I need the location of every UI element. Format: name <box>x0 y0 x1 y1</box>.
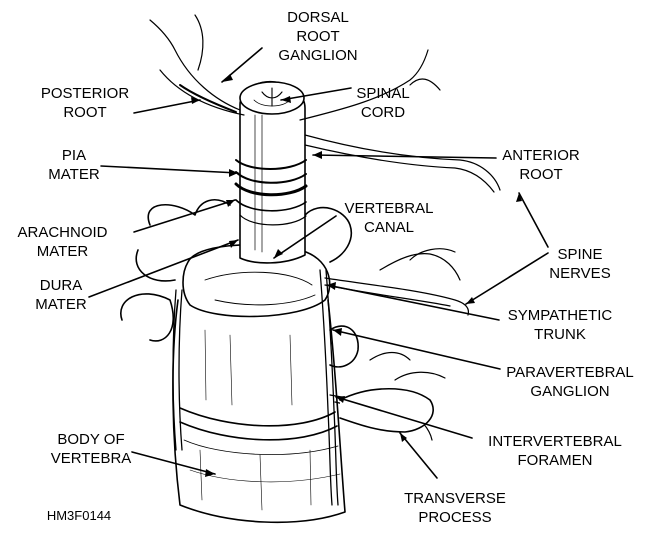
label-dorsal-root-ganglion: DORSAL ROOT GANGLION <box>270 8 366 65</box>
label-line: ROOT <box>496 165 586 184</box>
label-line: VERTEBRA <box>48 449 134 468</box>
vertebra-body <box>173 300 345 522</box>
label-line: VERTEBRAL <box>336 199 442 218</box>
spinal-cord <box>236 82 306 263</box>
label-line: MATER <box>44 165 104 184</box>
label-anterior-root: ANTERIOR ROOT <box>496 146 586 184</box>
label-pia-mater: PIA MATER <box>44 146 104 184</box>
label-paravertebral-ganglion: PARAVERTEBRAL GANGLION <box>500 363 640 401</box>
label-line: FORAMEN <box>480 451 630 470</box>
label-line: BODY OF <box>48 430 134 449</box>
label-vertebral-canal: VERTEBRAL CANAL <box>336 199 442 237</box>
label-line: POSTERIOR <box>35 84 135 103</box>
label-line: SPINE <box>540 245 620 264</box>
label-line: CANAL <box>336 218 442 237</box>
label-line: NERVES <box>540 264 620 283</box>
label-line: TRUNK <box>500 325 620 344</box>
label-sympathetic-trunk: SYMPATHETIC TRUNK <box>500 306 620 344</box>
label-line: ARACHNOID <box>10 223 115 242</box>
label-arachnoid-mater: ARACHNOID MATER <box>10 223 115 261</box>
label-line: SYMPATHETIC <box>500 306 620 325</box>
label-intervertebral-foramen: INTERVERTEBRAL FORAMEN <box>480 432 630 470</box>
label-line: ANTERIOR <box>496 146 586 165</box>
transverse-process <box>340 389 433 432</box>
label-line: PARAVERTEBRAL <box>500 363 640 382</box>
label-line: DURA <box>26 276 96 295</box>
label-dura-mater: DURA MATER <box>26 276 96 314</box>
label-line: GANGLION <box>270 46 366 65</box>
label-spine-nerves: SPINE NERVES <box>540 245 620 283</box>
label-line: ROOT <box>35 103 135 122</box>
label-line: PIA <box>44 146 104 165</box>
label-line: CORD <box>348 103 418 122</box>
label-line: MATER <box>10 242 115 261</box>
label-line: PROCESS <box>400 508 510 527</box>
label-line: SPINAL <box>348 84 418 103</box>
figure-code: HM3F0144 <box>34 506 124 525</box>
label-line: MATER <box>26 295 96 314</box>
label-line: GANGLION <box>500 382 640 401</box>
label-line: TRANSVERSE <box>400 489 510 508</box>
label-line: DORSAL <box>270 8 366 27</box>
label-line: ROOT <box>270 27 366 46</box>
label-spinal-cord: SPINAL CORD <box>348 84 418 122</box>
label-posterior-root: POSTERIOR ROOT <box>35 84 135 122</box>
label-transverse-process: TRANSVERSE PROCESS <box>400 489 510 527</box>
label-body-of-vertebra: BODY OF VERTEBRA <box>48 430 134 468</box>
label-line: INTERVERTEBRAL <box>480 432 630 451</box>
